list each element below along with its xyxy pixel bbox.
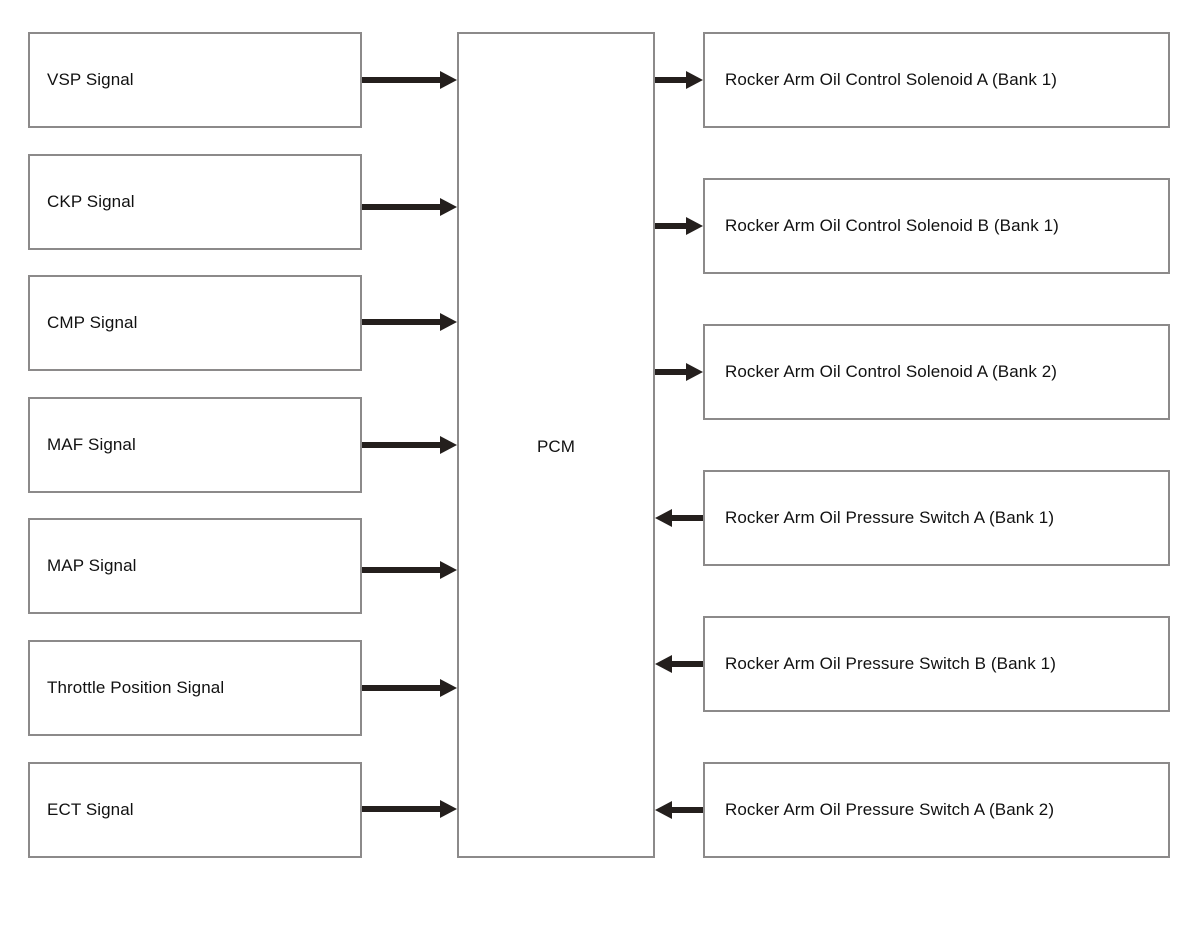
input-box-label: MAF Signal [47, 434, 136, 454]
output-box-label: Rocker Arm Oil Pressure Switch B (Bank 1… [725, 653, 1056, 673]
input-box-label: CKP Signal [47, 191, 135, 211]
arrow-head [440, 561, 457, 579]
arrow-shaft [655, 223, 688, 229]
arrow-head [440, 436, 457, 454]
input-box-maf[interactable]: MAF Signal [28, 397, 362, 493]
output-box-rocker-arm-oil-pressure-switch-a-bank-1[interactable]: Rocker Arm Oil Pressure Switch A (Bank 1… [703, 470, 1170, 566]
arrow-shaft [362, 567, 442, 573]
arrow-head [686, 71, 703, 89]
arrow-head [440, 679, 457, 697]
arrow-shaft [362, 442, 442, 448]
input-box-label: Throttle Position Signal [47, 677, 225, 697]
arrow-shaft [362, 204, 442, 210]
input-box-label: VSP Signal [47, 69, 134, 89]
output-box-label: Rocker Arm Oil Pressure Switch A (Bank 1… [725, 507, 1055, 527]
pcm-box[interactable]: PCM [457, 32, 655, 858]
arrow-shaft [655, 77, 688, 83]
arrow-shaft [362, 319, 442, 325]
arrow-head [440, 71, 457, 89]
arrow-shaft [655, 369, 688, 375]
input-box-map[interactable]: MAP Signal [28, 518, 362, 614]
input-box-label: MAP Signal [47, 555, 137, 575]
output-box-label: Rocker Arm Oil Control Solenoid A (Bank … [725, 69, 1058, 89]
arrow-head [440, 800, 457, 818]
output-box-rocker-arm-oil-control-solenoid-a-bank-1[interactable]: Rocker Arm Oil Control Solenoid A (Bank … [703, 32, 1170, 128]
arrow-head [440, 198, 457, 216]
arrow-shaft [670, 515, 703, 521]
arrow-head [686, 217, 703, 235]
output-box-rocker-arm-oil-pressure-switch-b-bank-1[interactable]: Rocker Arm Oil Pressure Switch B (Bank 1… [703, 616, 1170, 712]
output-box-rocker-arm-oil-control-solenoid-a-bank-2[interactable]: Rocker Arm Oil Control Solenoid A (Bank … [703, 324, 1170, 420]
arrow-shaft [362, 685, 442, 691]
input-box-vsp[interactable]: VSP Signal [28, 32, 362, 128]
arrow-shaft [362, 77, 442, 83]
arrow-head [655, 655, 672, 673]
output-box-rocker-arm-oil-control-solenoid-b-bank-1[interactable]: Rocker Arm Oil Control Solenoid B (Bank … [703, 178, 1170, 274]
input-box-ect[interactable]: ECT Signal [28, 762, 362, 858]
arrow-head [440, 313, 457, 331]
output-box-label: Rocker Arm Oil Control Solenoid B (Bank … [725, 215, 1059, 235]
arrow-shaft [362, 806, 442, 812]
arrow-shaft [670, 661, 703, 667]
output-box-rocker-arm-oil-pressure-switch-a-bank-2[interactable]: Rocker Arm Oil Pressure Switch A (Bank 2… [703, 762, 1170, 858]
output-box-label: Rocker Arm Oil Pressure Switch A (Bank 2… [725, 799, 1055, 819]
arrow-shaft [670, 807, 703, 813]
output-box-label: Rocker Arm Oil Control Solenoid A (Bank … [725, 361, 1058, 381]
input-box-label: CMP Signal [47, 312, 138, 332]
arrow-head [686, 363, 703, 381]
arrow-head [655, 801, 672, 819]
pcm-label: PCM [536, 437, 576, 456]
input-box-label: ECT Signal [47, 799, 134, 819]
input-box-throttle-position[interactable]: Throttle Position Signal [28, 640, 362, 736]
input-box-cmp[interactable]: CMP Signal [28, 275, 362, 371]
arrow-head [655, 509, 672, 527]
input-box-ckp[interactable]: CKP Signal [28, 154, 362, 250]
